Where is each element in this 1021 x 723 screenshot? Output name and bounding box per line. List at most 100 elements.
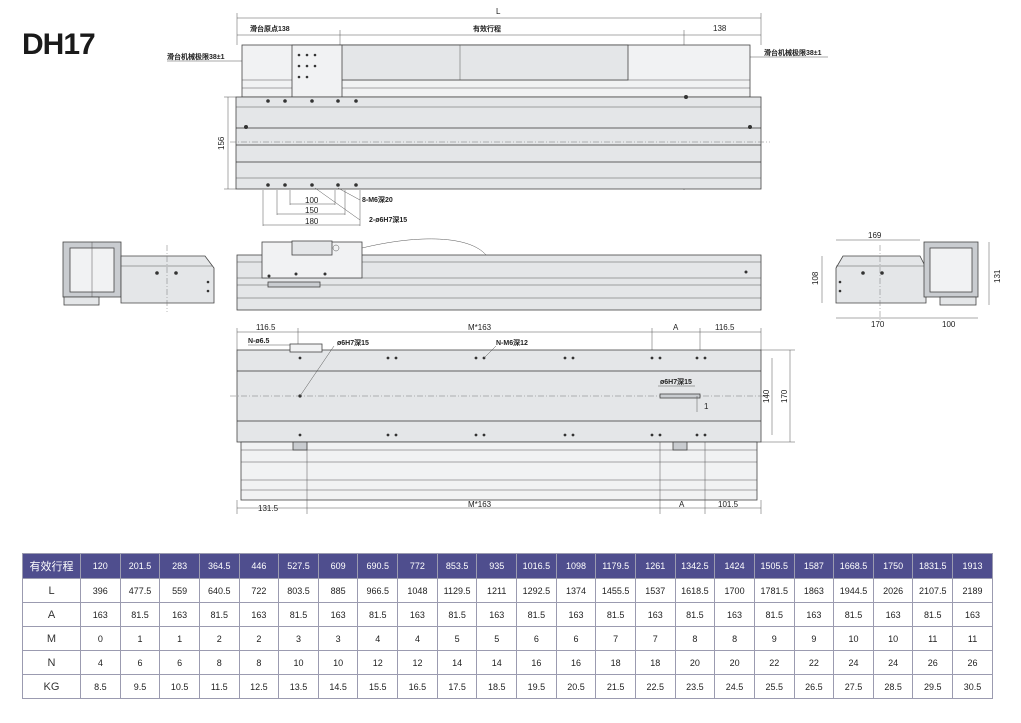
table-header-stroke: 120 (80, 553, 121, 579)
table-cell: 1211 (476, 578, 518, 603)
dim-effective-stroke: 有效行程 (473, 24, 501, 33)
table-cell: 722 (238, 578, 280, 603)
dim-spacing-150: 150 (305, 206, 319, 215)
table-header-stroke: 1098 (555, 553, 597, 579)
table-cell: 9.5 (119, 674, 161, 699)
table-cell: 1048 (397, 578, 438, 603)
dim-height-170: 170 (780, 389, 789, 403)
table-cell: 20 (674, 650, 716, 675)
table-header-stroke: 853.5 (436, 553, 478, 579)
table-cell: 81.5 (357, 602, 399, 627)
table-cell: 22 (793, 650, 835, 675)
note-n-m6: N-M6深12 (496, 338, 528, 347)
table-cell: 4 (397, 626, 438, 651)
dim-overall-l: L (496, 7, 501, 16)
table-cell: 14 (476, 650, 518, 675)
dim-limit-left: 滑台机械极限38±1 (167, 52, 225, 61)
note-pin-right: ø6H7深15 (660, 377, 692, 386)
table-cell: 163 (317, 602, 359, 627)
table-cell: 81.5 (753, 602, 795, 627)
table-cell: 2189 (952, 578, 993, 603)
table-cell: 20.5 (555, 674, 597, 699)
dim-left-131-5: 131.5 (258, 504, 279, 513)
table-header-stroke: 446 (238, 553, 280, 579)
table-header-stroke: 772 (397, 553, 438, 579)
table-cell: 6 (119, 650, 161, 675)
table-cell: 12 (397, 650, 438, 675)
table-cell: 25.5 (753, 674, 795, 699)
table-cell: 885 (317, 578, 359, 603)
table-cell: 11 (912, 626, 954, 651)
table-cell: 12 (357, 650, 399, 675)
table-cell: 81.5 (119, 602, 161, 627)
table-cell: 5 (436, 626, 478, 651)
dim-width-170: 170 (871, 320, 885, 329)
table-cell: 163 (952, 602, 993, 627)
table-cell: 0 (80, 626, 121, 651)
table-cell: 9 (753, 626, 795, 651)
table-row-label: M (22, 626, 81, 651)
table-cell: 1 (119, 626, 161, 651)
dim-a-top: A (673, 323, 679, 332)
note-n-holes-65: N-ø6.5 (248, 338, 270, 345)
table-cell: 24 (872, 650, 914, 675)
table-header-stroke: 1913 (952, 553, 993, 579)
table-cell: 23.5 (674, 674, 716, 699)
table-cell: 7 (634, 626, 676, 651)
table-cell: 163 (634, 602, 676, 627)
table-cell: 5 (476, 626, 518, 651)
table-cell: 81.5 (516, 602, 557, 627)
table-header-stroke: 1587 (793, 553, 835, 579)
table-header-stroke: 1750 (872, 553, 914, 579)
dim-right-116-5: 116.5 (715, 323, 735, 332)
table-cell: 8 (674, 626, 716, 651)
table-cell: 30.5 (952, 674, 993, 699)
table-cell: 81.5 (912, 602, 954, 627)
table-cell: 1129.5 (436, 578, 478, 603)
table-cell: 4 (80, 650, 121, 675)
dim-height-108: 108 (811, 271, 820, 285)
table-cell: 1374 (555, 578, 597, 603)
table-row-label: KG (22, 674, 81, 699)
dim-limit-right: 滑台机械极限38±1 (764, 48, 822, 57)
table-header-stroke: 1261 (634, 553, 676, 579)
model-title: DH17 (22, 28, 96, 61)
table-cell: 11.5 (198, 674, 240, 699)
table-header-stroke: 935 (476, 553, 518, 579)
table-cell: 8 (198, 650, 240, 675)
table-cell: 163 (555, 602, 597, 627)
front-view (236, 238, 762, 311)
dim-pitch-top: M*163 (468, 323, 492, 332)
table-cell: 1 (159, 626, 200, 651)
table-cell: 81.5 (278, 602, 319, 627)
table-cell: 1781.5 (753, 578, 795, 603)
technical-drawing: L 滑台原点138 有效行程 138 滑台机械极限38±1 滑台机械极限38±1 (62, 7, 1002, 514)
dim-height-156: 156 (217, 136, 226, 150)
table-header-stroke: 1668.5 (833, 553, 874, 579)
table-cell: 3 (317, 626, 359, 651)
table-cell: 29.5 (912, 674, 954, 699)
table-cell: 163 (238, 602, 280, 627)
table-cell: 11 (952, 626, 993, 651)
table-cell: 10 (833, 626, 874, 651)
table-header-stroke: 1342.5 (674, 553, 716, 579)
dim-spacing-180: 180 (305, 217, 319, 226)
table-cell: 163 (80, 602, 121, 627)
table-cell: 163 (872, 602, 914, 627)
table-cell: 16 (555, 650, 597, 675)
table-cell: 26.5 (793, 674, 835, 699)
dim-a-bottom: A (679, 500, 685, 509)
table-header-stroke: 1831.5 (912, 553, 954, 579)
table-cell: 163 (714, 602, 755, 627)
table-header-stroke: 1505.5 (753, 553, 795, 579)
table-cell: 1863 (793, 578, 835, 603)
dim-right-138: 138 (713, 24, 727, 33)
table-cell: 4 (357, 626, 399, 651)
table-cell: 20 (714, 650, 755, 675)
